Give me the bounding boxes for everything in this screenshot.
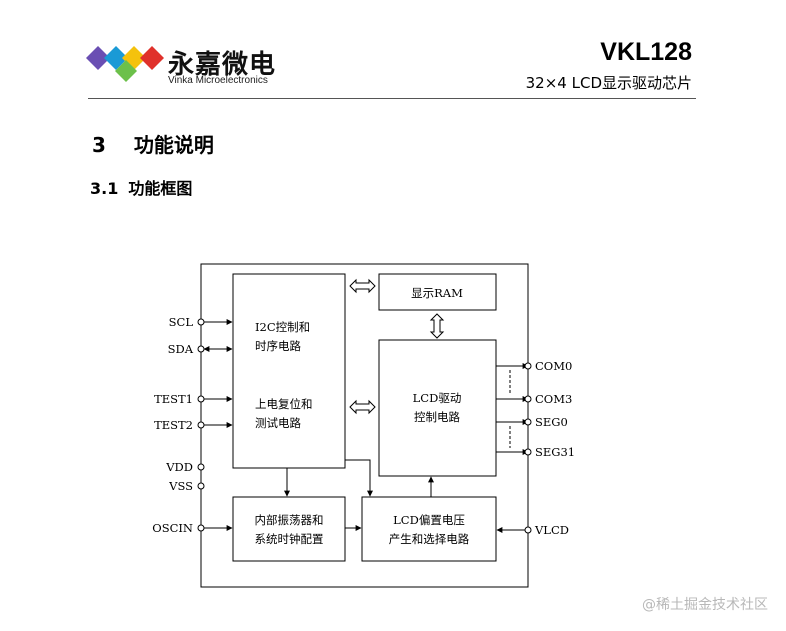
pin-vdd-icon bbox=[197, 463, 205, 471]
model-number: VKL128 bbox=[600, 38, 692, 66]
pin-label-test1: TEST1 bbox=[154, 392, 193, 406]
oscillator-block bbox=[232, 496, 346, 562]
pin-label-vdd: VDD bbox=[165, 460, 193, 474]
watermark: @稀土掘金技术社区 bbox=[642, 597, 768, 613]
pin-label-seg0: SEG0 bbox=[535, 415, 568, 429]
chip-outline bbox=[200, 263, 529, 588]
pin-label-scl: SCL bbox=[169, 315, 194, 329]
subsection-heading: 3.1 功能框图 bbox=[90, 175, 192, 199]
i2c-label-1: I2C控制和 bbox=[255, 320, 310, 334]
i2c-label-2: 时序电路 bbox=[255, 339, 301, 353]
company-logo: 永嘉微电 Vinka Microelectronics bbox=[86, 40, 276, 90]
pin-label-vss: VSS bbox=[168, 479, 193, 493]
logo-diamonds-icon bbox=[86, 46, 164, 82]
i2c-reset-block bbox=[232, 273, 346, 469]
logo-text: 永嘉微电 bbox=[168, 50, 277, 80]
ram-label: 显示RAM bbox=[411, 286, 463, 300]
pin-com0-icon bbox=[524, 362, 532, 370]
ram-block bbox=[378, 273, 497, 311]
lcd-driver-label-1: LCD驱动 bbox=[413, 391, 462, 405]
pin-oscin-icon bbox=[197, 524, 205, 532]
section-number: 3 bbox=[92, 133, 106, 157]
pin-scl-icon bbox=[197, 318, 205, 326]
pin-label-vlcd: VLCD bbox=[534, 523, 569, 537]
header-divider bbox=[88, 98, 696, 99]
pin-label-sda: SDA bbox=[168, 342, 194, 356]
reset-lcd-double-arrow-icon bbox=[349, 399, 376, 415]
pin-test1-icon bbox=[197, 395, 205, 403]
lcd-driver-block bbox=[378, 339, 497, 477]
i2c-ram-double-arrow-icon bbox=[349, 278, 376, 294]
bias-label-1: LCD偏置电压 bbox=[393, 513, 465, 527]
pin-label-oscin: OSCIN bbox=[152, 521, 193, 535]
document-subtitle: 32×4 LCD显示驱动芯片 bbox=[525, 74, 692, 92]
section-title: 功能说明 bbox=[133, 133, 214, 157]
section-heading: 3 功能说明 bbox=[92, 129, 214, 158]
pin-vss-icon bbox=[197, 482, 205, 490]
logo-subtext: Vinka Microelectronics bbox=[168, 75, 268, 86]
osc-label-1: 内部振荡器和 bbox=[255, 513, 324, 527]
pin-label-seg31: SEG31 bbox=[535, 445, 575, 459]
bias-label-2: 产生和选择电路 bbox=[389, 532, 470, 546]
ram-lcd-double-arrow-icon bbox=[429, 313, 445, 339]
subsection-number: 3.1 bbox=[90, 179, 119, 198]
reset-label-2: 测试电路 bbox=[255, 416, 301, 430]
pin-label-com0: COM0 bbox=[535, 359, 572, 373]
reset-label-1: 上电复位和 bbox=[255, 397, 313, 411]
i2c-to-bias-line bbox=[345, 459, 373, 497]
pin-com3-icon bbox=[524, 395, 532, 403]
pin-seg0-icon bbox=[524, 418, 532, 426]
pin-vlcd-icon bbox=[524, 526, 532, 534]
subsection-title: 功能框图 bbox=[128, 179, 193, 198]
bias-block bbox=[361, 496, 497, 562]
pin-label-test2: TEST2 bbox=[154, 418, 193, 432]
lcd-driver-label-2: 控制电路 bbox=[414, 410, 460, 424]
pin-label-com3: COM3 bbox=[535, 392, 572, 406]
pin-sda-icon bbox=[197, 345, 205, 353]
pin-seg31-icon bbox=[524, 448, 532, 456]
pin-test2-icon bbox=[197, 421, 205, 429]
osc-label-2: 系统时钟配置 bbox=[255, 532, 324, 546]
